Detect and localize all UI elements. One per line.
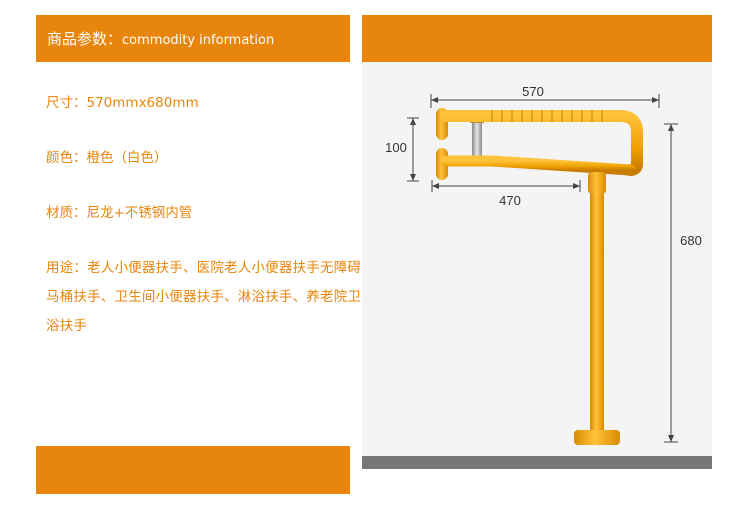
spec-usage: 用途：老人小便器扶手、医院老人小便器扶手无障碍马桶扶手、卫生间小便器扶手、淋浴扶…: [46, 260, 362, 334]
image-base-strip: [362, 456, 712, 469]
width-label: 570: [522, 84, 544, 99]
dimension-680: 680: [664, 123, 702, 443]
footer-bar: [36, 446, 350, 494]
section-title: 商品参数：commodity information: [47, 28, 274, 49]
product-image: 570 100 470 680: [362, 62, 712, 456]
spec-size: 尺寸：570mmx680mm: [46, 95, 199, 111]
height-label: 680: [680, 233, 702, 248]
title-cn: 商品参数：: [47, 30, 123, 48]
spec-color: 颜色：橙色（白色）: [46, 150, 168, 166]
grab-bar-diagram: 570 100 470 680: [385, 84, 702, 445]
header-bar: 商品参数：commodity information: [36, 15, 350, 62]
dimension-570: 570: [430, 84, 660, 108]
inner-label: 470: [499, 193, 521, 208]
dimension-100: 100: [385, 117, 419, 182]
dimension-470: 470: [431, 180, 581, 208]
title-en: commodity information: [122, 33, 275, 48]
grab-bar: [436, 108, 643, 445]
spec-material: 材质：尼龙+不锈钢内管: [46, 205, 193, 221]
gap-label: 100: [385, 140, 407, 155]
image-header-bar: [362, 15, 712, 62]
